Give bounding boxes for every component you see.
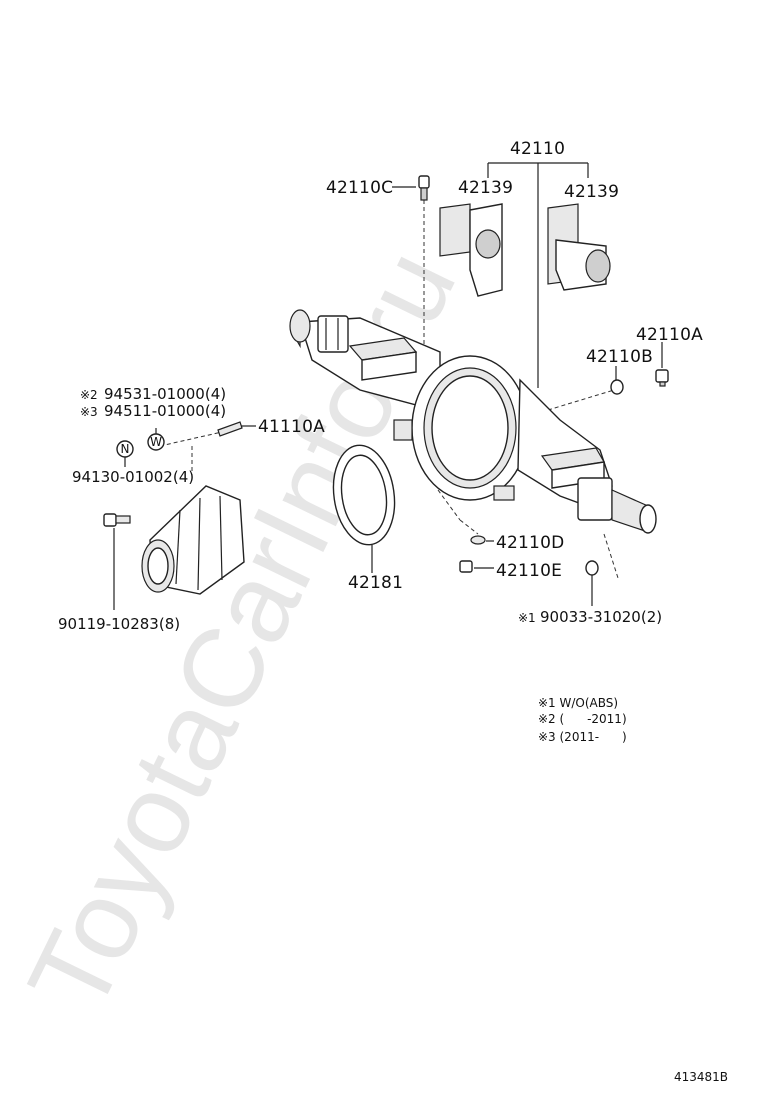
ref-mark-2: ※2: [80, 388, 98, 402]
carrier-cover-part: [141, 485, 245, 595]
mark-n-text: N: [121, 442, 130, 456]
mark-w-text: W: [150, 435, 162, 449]
washer-mark-w: W: [147, 433, 165, 451]
plug-b-part: [610, 379, 624, 395]
figure-number: 413481B: [674, 1070, 728, 1084]
label-bolt-alt2[interactable]: 94531-01000(4): [104, 385, 226, 403]
axle-housing: [289, 309, 657, 534]
bracket-left-part: [439, 203, 503, 297]
ref-mark-3: ※3: [80, 405, 98, 419]
label-bracket-left[interactable]: 42139: [458, 178, 513, 198]
leader-lines: [113, 162, 663, 610]
label-stud[interactable]: 41110A: [258, 417, 325, 437]
label-plug-c[interactable]: 42110C: [326, 178, 393, 198]
note-1: ※1 W/O(ABS): [538, 696, 618, 710]
nut-mark-n: N: [116, 440, 134, 458]
notes-block: ※1 W/O(ABS) ※2 ( -2011) ※3 (2011- ): [538, 696, 627, 744]
label-plug-a[interactable]: 42110A: [636, 325, 703, 345]
label-bolt-alt3[interactable]: 94511-01000(4): [104, 402, 226, 420]
plug-d-part: [470, 535, 486, 545]
label-carrier-bolt[interactable]: 90119-10283(8): [58, 615, 180, 633]
label-abs-bolt[interactable]: 90033-31020(2): [540, 608, 662, 626]
carrier-bolt-part: [103, 513, 131, 527]
ref-mark-1: ※1: [518, 611, 536, 625]
plug-e-part: [459, 560, 473, 573]
label-plug-e[interactable]: 42110E: [496, 561, 562, 581]
gasket-part: [332, 444, 396, 546]
label-bracket-right[interactable]: 42139: [564, 182, 619, 202]
note-2: ※2 ( -2011): [538, 712, 627, 726]
label-plug-d[interactable]: 42110D: [496, 533, 564, 553]
plug-c-part: [418, 175, 430, 201]
label-axle-housing[interactable]: 42110: [510, 139, 565, 159]
label-nut[interactable]: 94130-01002(4): [72, 468, 194, 486]
plug-a-part: [655, 369, 669, 387]
note-3: ※3 (2011- ): [538, 730, 627, 744]
label-gasket[interactable]: 42181: [348, 573, 403, 593]
abs-bolt-part: [585, 560, 599, 576]
label-plug-b[interactable]: 42110B: [586, 347, 653, 367]
stud-part: [217, 421, 243, 437]
bracket-right-part: [547, 203, 611, 291]
